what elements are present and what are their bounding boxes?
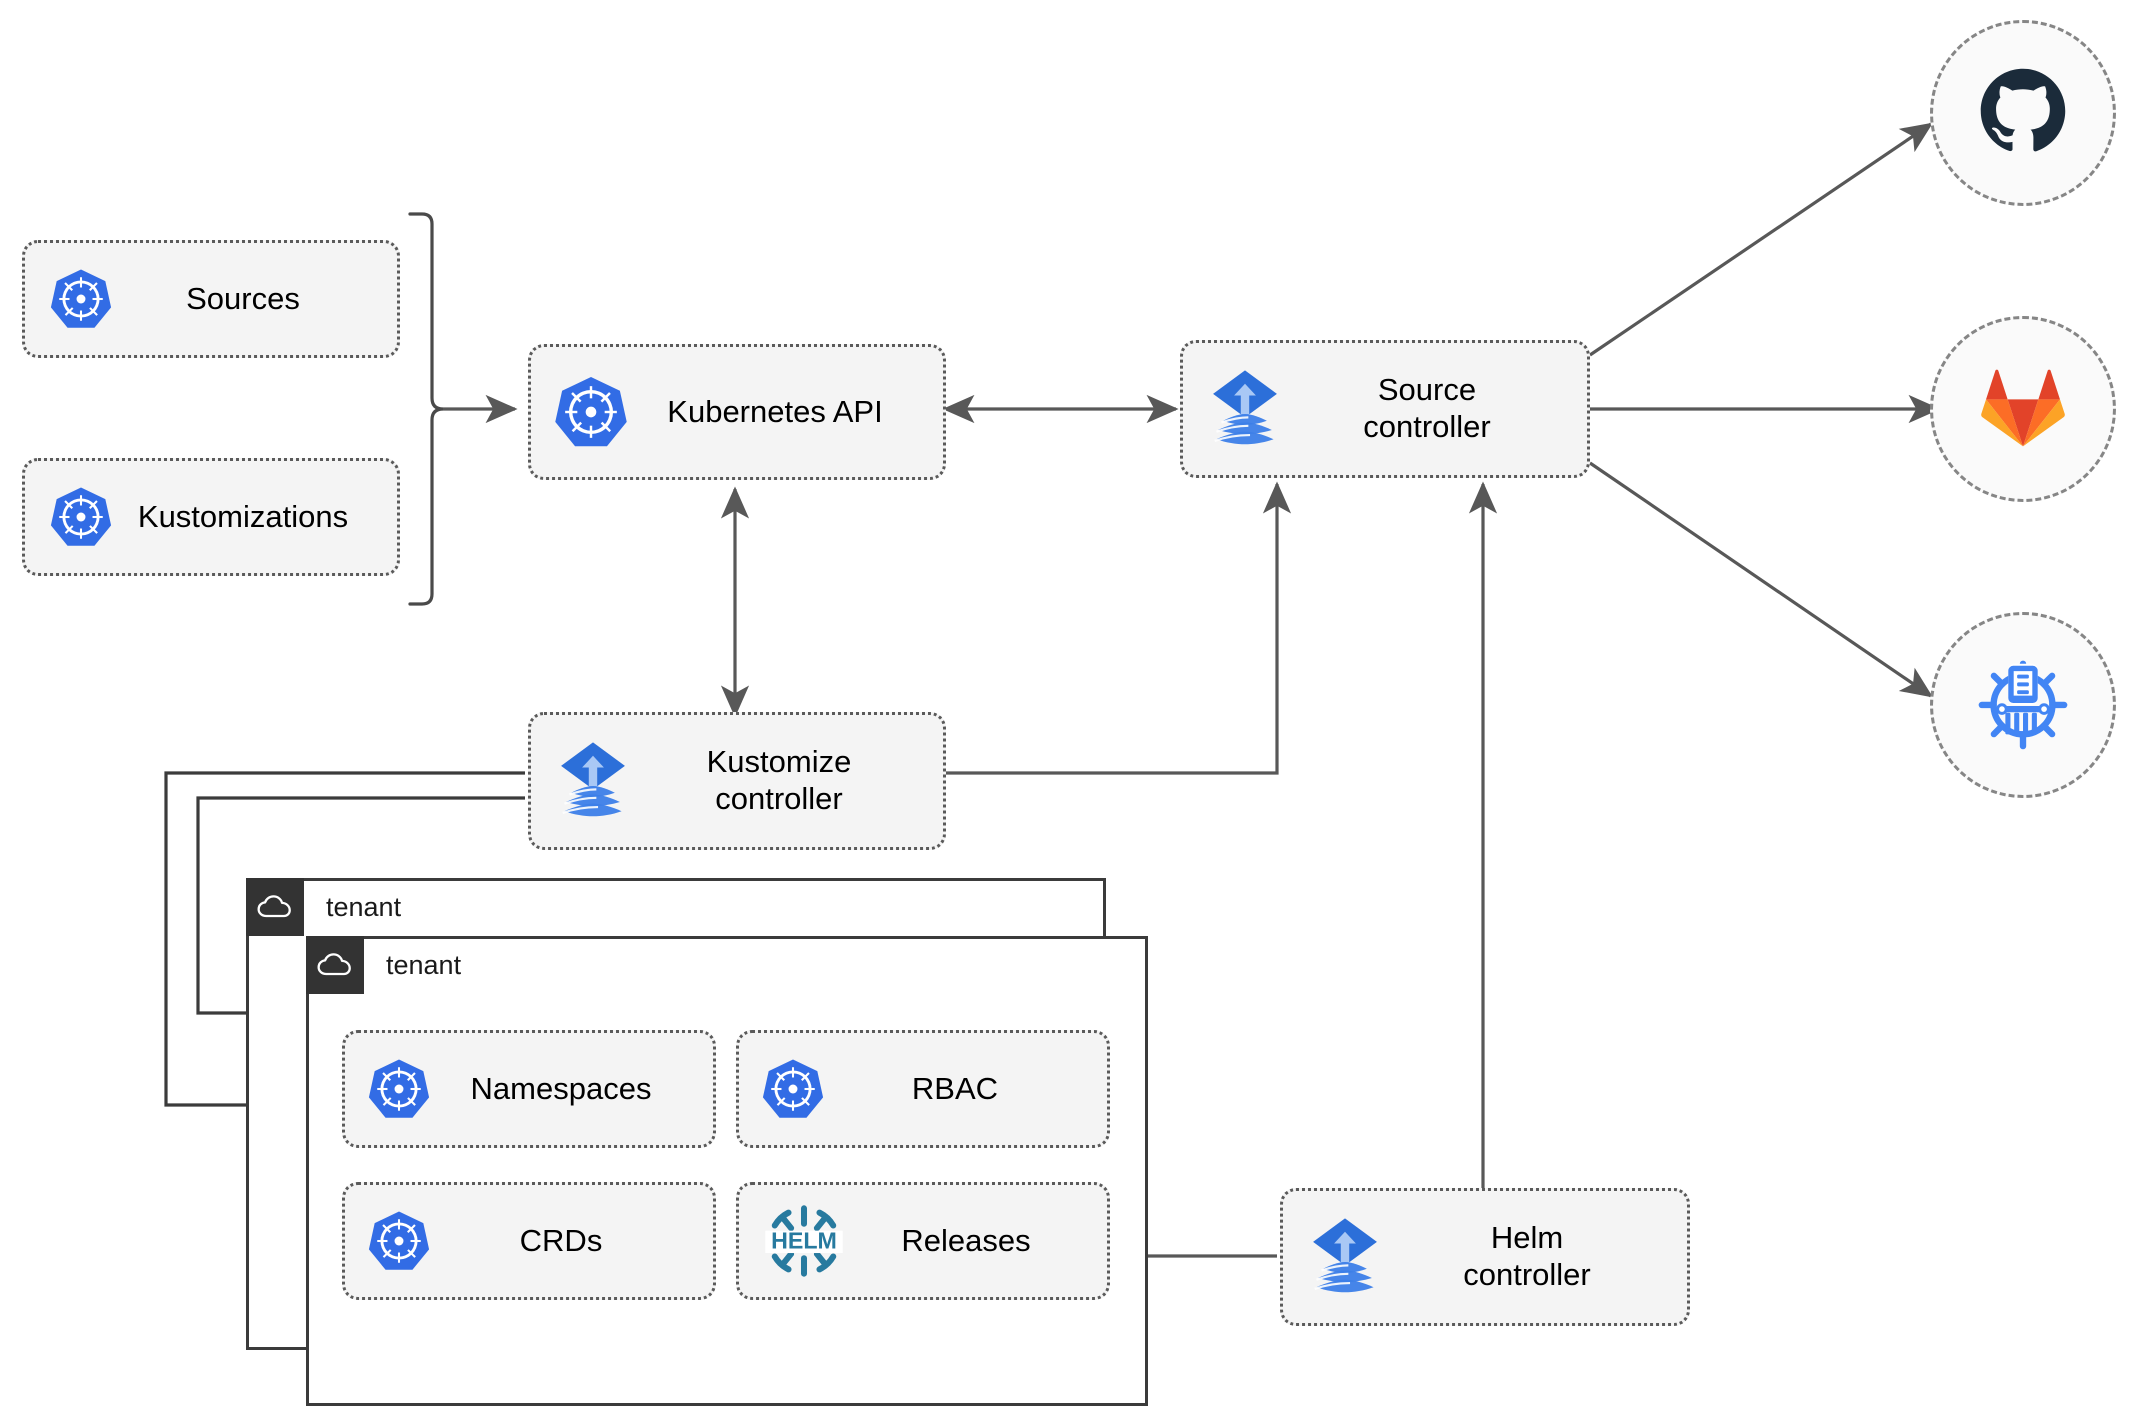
tenant-resource-namespaces[interactable]: Namespaces — [342, 1030, 716, 1148]
group-brace — [408, 212, 444, 606]
edge-source-to-bucket — [1589, 461, 1934, 698]
kubernetes-icon — [553, 374, 629, 450]
provider-bucket[interactable] — [1930, 612, 2116, 798]
tenant-resource-crds[interactable]: CRDs — [342, 1182, 716, 1300]
kubernetes-icon — [367, 1057, 431, 1121]
flux-icon — [551, 737, 635, 825]
github-icon — [1975, 63, 2071, 164]
tenant-label-outer: tenant — [326, 891, 402, 922]
bucket-icon — [1974, 654, 2072, 757]
resource-label-kustomizations: Kustomizations — [137, 498, 349, 534]
node-kubernetes-api[interactable]: Kubernetes API — [528, 344, 946, 480]
kubernetes-icon — [49, 485, 113, 549]
tenant-resource-rbac[interactable]: RBAC — [736, 1030, 1110, 1148]
tenant-resource-label-releases: Releases — [901, 1222, 1031, 1258]
node-label-kubernetes-api: Kubernetes API — [667, 393, 883, 429]
node-helm-controller[interactable]: Helm controller — [1280, 1188, 1690, 1326]
helm-icon: HELM — [761, 1198, 847, 1284]
tenant-header-outer: tenant — [246, 878, 401, 936]
flux-icon — [1303, 1213, 1387, 1301]
tenant-header-inner: tenant — [306, 936, 461, 994]
tenant-resource-label-crds: CRDs — [519, 1222, 603, 1258]
node-label-kustomize-controller: Kustomize controller — [706, 744, 852, 816]
edge-source-to-github — [1589, 122, 1934, 357]
resource-label-sources: Sources — [186, 280, 300, 316]
edge-kustomize-to-source — [945, 481, 1292, 775]
kubernetes-icon — [49, 267, 113, 331]
cloud-icon — [246, 878, 304, 936]
kubernetes-icon — [761, 1057, 825, 1121]
gitlab-icon — [1975, 359, 2071, 460]
node-source-controller[interactable]: Source controller — [1180, 340, 1590, 478]
tenant-label-inner: tenant — [386, 949, 462, 980]
helm-wordmark: HELM — [771, 1228, 837, 1254]
tenant-resource-releases[interactable]: HELM Releases — [736, 1182, 1110, 1300]
kubernetes-icon — [367, 1209, 431, 1273]
tenant-resource-label-rbac: RBAC — [911, 1070, 999, 1106]
provider-github[interactable] — [1930, 20, 2116, 206]
node-kustomize-controller[interactable]: Kustomize controller — [528, 712, 946, 850]
cloud-icon — [306, 936, 364, 994]
resource-box-sources[interactable]: Sources — [22, 240, 400, 358]
tenant-container-inner[interactable]: tenant — [306, 936, 1148, 1406]
provider-gitlab[interactable] — [1930, 316, 2116, 502]
node-label-source-controller: Source controller — [1363, 372, 1491, 444]
tenant-resource-label-namespaces: Namespaces — [470, 1070, 652, 1106]
flux-icon — [1203, 365, 1287, 453]
node-label-helm-controller: Helm controller — [1463, 1220, 1591, 1292]
resource-box-kustomizations[interactable]: Kustomizations — [22, 458, 400, 576]
